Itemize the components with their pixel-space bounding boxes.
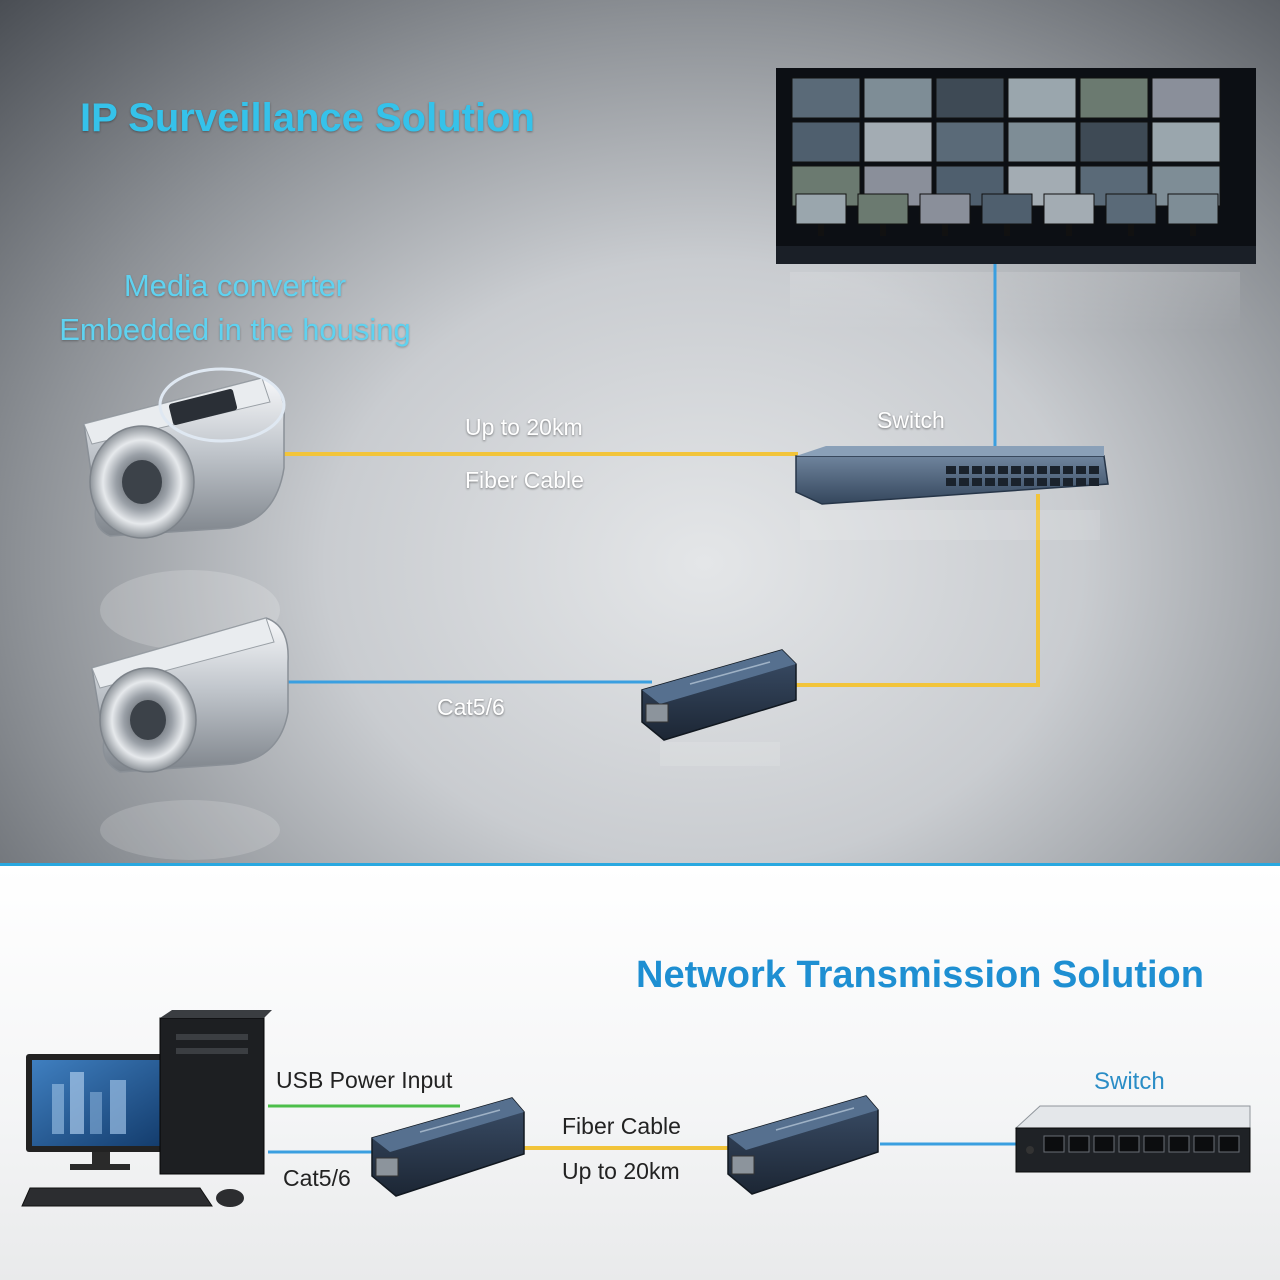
video-wall-screen	[1151, 77, 1221, 119]
switch-port	[1024, 478, 1034, 486]
desk-monitor-stand	[880, 224, 886, 236]
switch-port	[959, 478, 969, 486]
desk-switch-port-group	[1026, 1135, 1240, 1154]
switch-port	[985, 478, 995, 486]
section-divider	[0, 863, 1280, 866]
video-wall-screen	[1079, 121, 1149, 163]
usb-power-label: USB Power Input	[276, 1067, 453, 1093]
media-converter-right-icon	[727, 1095, 879, 1195]
switch-port	[985, 466, 995, 474]
desk-switch-port	[1068, 1135, 1090, 1153]
switch-port	[959, 466, 969, 474]
switch-port	[972, 466, 982, 474]
fiber-cable-label-top: Fiber Cable	[465, 467, 584, 493]
desk-monitor-stand	[1128, 224, 1134, 236]
video-wall-screen	[1007, 77, 1077, 119]
desk-switch-port	[1193, 1135, 1215, 1153]
desk-switch-port	[1143, 1135, 1165, 1153]
video-wall-screen	[863, 77, 933, 119]
video-wall-screen	[1079, 77, 1149, 119]
desk-monitor	[857, 193, 909, 225]
video-wall-screen	[1007, 121, 1077, 163]
switch-port	[972, 478, 982, 486]
fiber-cable-label-bottom: Fiber Cable	[562, 1113, 681, 1139]
video-wall-screen	[791, 121, 861, 163]
desk-switch-port	[1043, 1135, 1065, 1153]
desk-monitor-stand	[942, 224, 948, 236]
switch-port	[1050, 478, 1060, 486]
desk-monitor	[981, 193, 1033, 225]
video-wall-screen	[791, 77, 861, 119]
desk-switch-port	[1118, 1135, 1140, 1153]
fiber-distance-label-bottom: Up to 20km	[562, 1158, 680, 1184]
desk-monitor	[795, 193, 847, 225]
desk-monitor	[1105, 193, 1157, 225]
media-converter-caption-line1: Media converter	[123, 268, 347, 303]
video-wall-screen	[935, 121, 1005, 163]
ip-surveillance-title: IP Surveillance Solution	[80, 96, 535, 140]
fiber-cable-switch-to-converter	[790, 494, 1040, 687]
desk-monitor	[1043, 193, 1095, 225]
media-converter-caption: Media converter Embedded in the housing	[30, 264, 440, 352]
power-led-icon	[1026, 1146, 1034, 1154]
switch-port-group	[946, 466, 1099, 486]
switch-label-bottom: Switch	[1094, 1068, 1165, 1095]
switch-port	[1076, 478, 1086, 486]
switch-port	[998, 466, 1008, 474]
desk-monitor	[1167, 193, 1219, 225]
desk-monitor-stand	[1004, 224, 1010, 236]
switch-port	[946, 478, 956, 486]
switch-port	[1089, 478, 1099, 486]
switch-port	[998, 478, 1008, 486]
switch-port	[1063, 478, 1073, 486]
switch-port	[1037, 466, 1047, 474]
switch-port	[1076, 466, 1086, 474]
video-wall-screens	[791, 77, 1221, 236]
desk-switch-port	[1093, 1135, 1115, 1153]
desktop-switch-icon	[1014, 1105, 1251, 1173]
switch-port	[1037, 478, 1047, 486]
switch-port	[1011, 466, 1021, 474]
switch-port	[1089, 466, 1099, 474]
switch-port	[946, 466, 956, 474]
cat-label-top: Cat5/6	[437, 694, 505, 720]
video-wall-screen	[863, 121, 933, 163]
desk-switch-port	[1218, 1135, 1240, 1153]
desk-monitor	[919, 193, 971, 225]
media-converter-top-icon	[641, 649, 797, 766]
switch-label-top: Switch	[877, 407, 945, 433]
ip-camera-with-converter-icon	[83, 367, 286, 650]
video-wall-screen	[1151, 121, 1221, 163]
ip-camera-icon	[91, 617, 289, 860]
cat-label-bottom: Cat5/6	[283, 1165, 351, 1191]
switch-port	[1011, 478, 1021, 486]
desktop-computer-icon	[21, 1010, 272, 1207]
video-wall	[776, 68, 1256, 332]
video-wall-screen	[935, 77, 1005, 119]
media-converter-left-icon	[371, 1097, 525, 1197]
rack-switch-icon	[795, 446, 1109, 540]
desk-monitor-stand	[818, 224, 824, 236]
desk-monitor-stand	[1190, 224, 1196, 236]
media-converter-caption-line2: Embedded in the housing	[59, 312, 411, 347]
switch-port	[1050, 466, 1060, 474]
switch-port	[1063, 466, 1073, 474]
network-transmission-title: Network Transmission Solution	[636, 954, 1204, 996]
desk-switch-port	[1168, 1135, 1190, 1153]
video-wall-reflection	[790, 272, 1240, 332]
fiber-distance-label-top: Up to 20km	[465, 414, 583, 440]
desk-monitor-stand	[1066, 224, 1072, 236]
switch-port	[1024, 466, 1034, 474]
